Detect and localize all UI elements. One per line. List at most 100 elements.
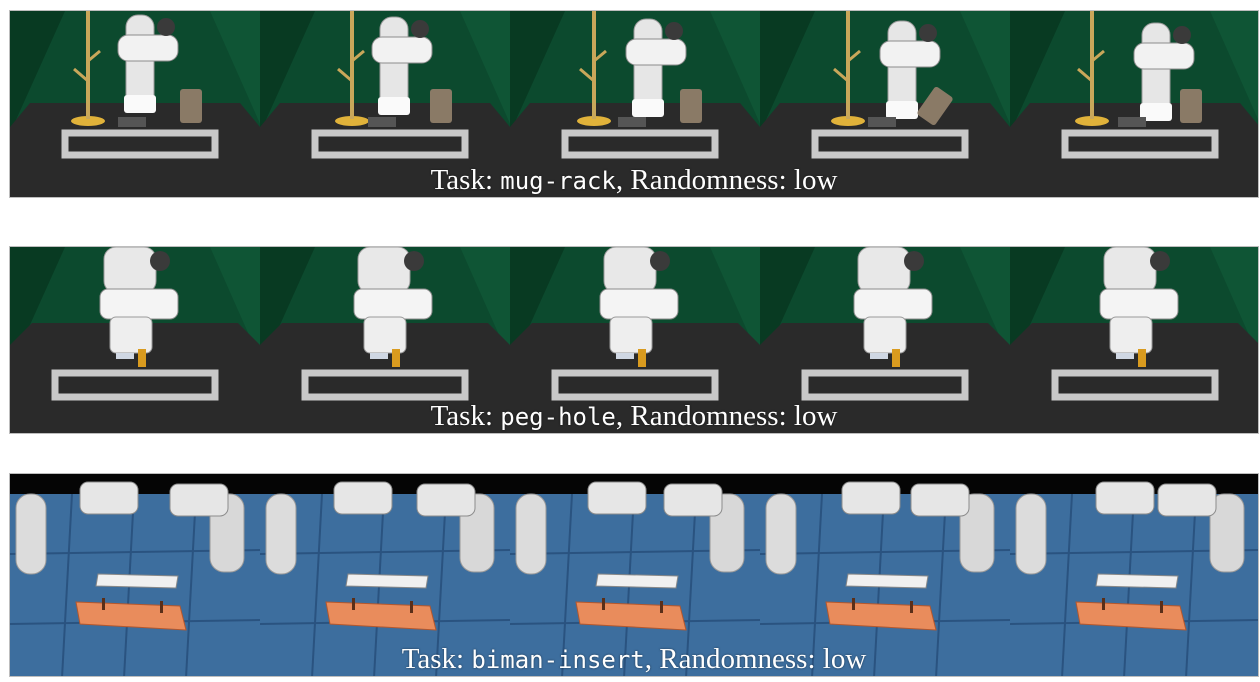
insert-bar xyxy=(1095,573,1179,589)
robot-base xyxy=(632,99,664,117)
robot-arm-link xyxy=(857,247,911,294)
caption-prefix: Task: xyxy=(430,164,501,196)
rack-branch xyxy=(1091,49,1105,63)
curtain-fold xyxy=(10,247,65,370)
tile-seam xyxy=(311,493,323,676)
table-surface xyxy=(510,103,760,197)
robot-gripper xyxy=(117,34,179,62)
table-frame-rail xyxy=(1051,369,1219,401)
right-gripper xyxy=(416,483,476,517)
table-frame-rail xyxy=(561,129,719,159)
mug xyxy=(180,89,202,123)
task-name: peg-hole xyxy=(500,403,616,431)
curtain-fold xyxy=(510,247,565,370)
caption-mug-rack: Task: mug-rack, Randomness: low xyxy=(10,166,1258,195)
board-peg xyxy=(1102,598,1105,610)
robot-gripper xyxy=(1099,288,1179,320)
robot-joint xyxy=(919,24,937,42)
hole-block xyxy=(370,353,388,359)
mug-rack-frame xyxy=(760,11,1010,197)
mug-rack-frame xyxy=(10,11,260,197)
left-gripper xyxy=(1095,481,1155,515)
rack-branch xyxy=(351,49,365,63)
tile-seam xyxy=(185,493,197,676)
peg xyxy=(1138,349,1146,367)
robot-base xyxy=(1140,103,1172,121)
insert-bar xyxy=(95,573,179,589)
tile-seam xyxy=(1185,493,1197,676)
mug-rack-frames xyxy=(10,11,1258,197)
robot-gripper xyxy=(879,40,941,68)
robot-wrist xyxy=(863,316,907,354)
peg xyxy=(892,349,900,367)
caption-prefix: Task: xyxy=(401,643,472,675)
rack-pole xyxy=(86,11,90,119)
board-peg xyxy=(910,601,913,613)
caption-prefix: Task: xyxy=(430,400,501,432)
caption-biman-insert: Task: biman-insert, Randomness: low xyxy=(10,645,1258,674)
right-gripper xyxy=(169,483,229,517)
biman-insert-frame xyxy=(259,474,511,676)
peg xyxy=(392,349,400,367)
mug xyxy=(1180,89,1202,123)
board-peg xyxy=(852,598,855,610)
table-frame-rail xyxy=(811,129,969,159)
rack-branch xyxy=(73,67,89,83)
mug-rack-frame xyxy=(510,11,760,197)
robot-arm-link xyxy=(103,247,157,294)
mug xyxy=(430,89,452,123)
table-surface xyxy=(10,103,260,197)
biman-insert-frame xyxy=(759,474,1011,676)
table-frame-rail xyxy=(801,369,969,401)
curtain-fold xyxy=(260,247,315,370)
peg-hole-frame xyxy=(760,247,1010,433)
robot-wrist xyxy=(1109,316,1153,354)
robot-joint xyxy=(1150,251,1170,271)
tile-seam xyxy=(1061,493,1073,676)
hole-block xyxy=(116,353,134,359)
robot-joint xyxy=(665,22,683,40)
task-name: mug-rack xyxy=(500,167,616,195)
robot-wrist xyxy=(363,316,407,354)
strip-biman-insert: Task: biman-insert, Randomness: low xyxy=(9,473,1259,677)
strip-mug-rack: Task: mug-rack, Randomness: low xyxy=(9,10,1259,198)
biman-insert-frames xyxy=(10,474,1258,676)
robot-gripper xyxy=(853,288,933,320)
caption-peg-hole: Task: peg-hole, Randomness: low xyxy=(10,402,1258,431)
board-peg xyxy=(1160,601,1163,613)
left-gripper xyxy=(587,481,647,515)
rack-base xyxy=(577,116,611,126)
robot-joint xyxy=(404,251,424,271)
left-gripper xyxy=(79,481,139,515)
robot-joint xyxy=(904,251,924,271)
robot-joint xyxy=(150,251,170,271)
mug xyxy=(680,89,702,123)
left-robot-arm xyxy=(1015,493,1047,575)
curtain-fold xyxy=(1010,247,1065,370)
robot-arm-link xyxy=(1103,247,1157,294)
peg-hole-frame xyxy=(10,247,260,433)
table-frame-rail xyxy=(51,369,219,401)
caption-suffix: , Randomness: low xyxy=(615,164,838,196)
curtain-fold xyxy=(210,11,260,124)
robot-joint xyxy=(411,20,429,38)
robot-gripper xyxy=(353,288,433,320)
table-frame-rail xyxy=(551,369,719,401)
insert-bar xyxy=(845,573,929,589)
biman-insert-frame xyxy=(10,474,261,676)
table-surface xyxy=(760,323,1010,433)
peg-hole-frame xyxy=(1010,247,1258,433)
curtain-fold xyxy=(760,11,815,134)
left-robot-arm xyxy=(765,493,797,575)
robot-gripper xyxy=(371,36,433,64)
curtain-fold xyxy=(510,11,565,134)
caption-suffix: , Randomness: low xyxy=(644,643,867,675)
robot-joint xyxy=(157,18,175,36)
tile-seam xyxy=(811,493,823,676)
hole-block xyxy=(616,353,634,359)
table-surface xyxy=(1010,323,1258,433)
robot-gripper xyxy=(625,38,687,66)
robot-gripper xyxy=(99,288,179,320)
caption-suffix: , Randomness: low xyxy=(615,400,838,432)
robot-wrist xyxy=(609,316,653,354)
